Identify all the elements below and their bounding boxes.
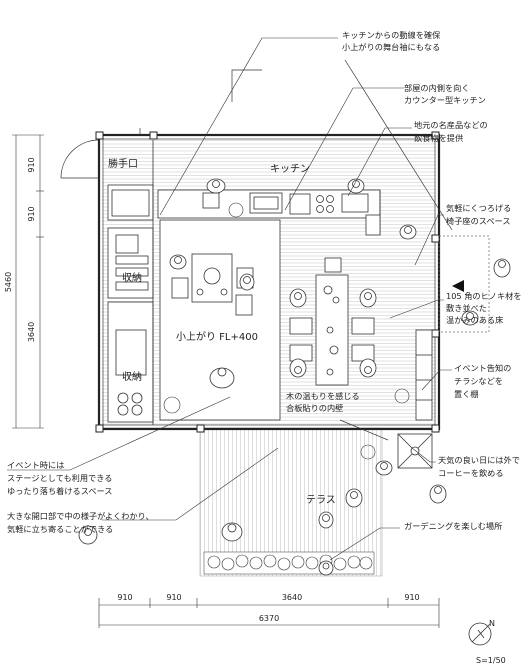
note-9-line-1: 天気の良い日には外で	[438, 455, 520, 465]
label-storage-2: 収納	[122, 370, 142, 383]
note-8-line-1: イベント時には	[7, 460, 64, 470]
note-10-line-2: 気軽に立ち寄ることができる	[7, 524, 113, 534]
note-2-line-1: 部屋の内側を向く	[404, 83, 470, 93]
label-kitchen: キッチン	[270, 163, 310, 175]
note-3-line-2: 飲食物を提供	[414, 133, 463, 143]
garden-planter	[203, 551, 375, 575]
dim-bottom-910c: 910	[404, 593, 419, 602]
note-10-line-1: 大きな開口部で中の様子がよくわかり、	[7, 511, 154, 521]
label-terrace: テラス	[306, 494, 336, 506]
note-7-line-1: 木の温もりを感じる	[286, 391, 360, 401]
label-storage-1: 収納	[122, 271, 142, 284]
note-11: ガーデニングを楽しむ場所	[404, 521, 502, 531]
label-koagari: 小上がり FL+400	[176, 330, 258, 343]
note-7-line-2: 合板貼りの内壁	[286, 403, 343, 413]
dim-bottom-910b: 910	[166, 593, 181, 602]
note-5-line-3: 温かみのある床	[446, 315, 503, 325]
koagari-platform	[159, 219, 281, 421]
terrace-table	[397, 433, 433, 469]
note-9-line-2: コーヒーを飲める	[438, 468, 504, 478]
note-5-line-1: 105 角のヒノキ材を	[446, 291, 522, 301]
note-2-line-2: カウンター型キッチン	[404, 95, 486, 105]
note-6-line-2: チラシなどを	[454, 376, 503, 386]
north-mark-icon	[468, 622, 492, 646]
note-1-line-2: 小上がりの舞台袖にもなる	[342, 42, 440, 52]
leader-lines	[7, 37, 452, 561]
display-shelf	[415, 329, 433, 421]
note-8-line-2: ステージとしても利用できる	[7, 473, 112, 483]
outdoor-seating-zone	[438, 235, 490, 333]
bottom-dimension-chain	[98, 598, 440, 628]
dim-left-910a: 910	[27, 157, 36, 172]
dim-bottom-910a: 910	[117, 593, 132, 602]
note-6-line-3: 置く棚	[454, 389, 479, 399]
dim-bottom-3640: 3640	[282, 593, 302, 602]
dim-bottom-6370: 6370	[259, 614, 279, 623]
north-letter: N	[489, 619, 495, 628]
people	[78, 178, 511, 576]
entrance-arrow	[452, 280, 464, 292]
note-8-line-3: ゆったり落ち着けるスペース	[7, 486, 112, 496]
note-1-line-1: キッチンからの動線を確保	[342, 30, 441, 40]
section-marks	[139, 59, 453, 441]
note-3-line-1: 地元の名産品などの	[414, 120, 488, 130]
columns	[95, 131, 440, 433]
left-dimension-chain	[12, 134, 44, 429]
storage-units	[107, 140, 154, 425]
note-6-line-1: イベント告知の	[454, 363, 511, 373]
dim-left-910b: 910	[27, 206, 36, 221]
note-4-line-1: 気軽にくつろげる	[446, 203, 511, 213]
note-5-line-2: 敷き並べた	[446, 303, 487, 313]
scale-text: S=1/50	[476, 656, 506, 665]
label-katteguchi: 勝手口	[108, 157, 138, 170]
kitchen-counter	[157, 189, 381, 236]
dim-left-5460: 5460	[4, 272, 13, 292]
note-4-line-2: 椅子座のスペース	[446, 216, 511, 226]
back-door	[60, 139, 100, 179]
dim-left-3640: 3640	[27, 322, 36, 342]
